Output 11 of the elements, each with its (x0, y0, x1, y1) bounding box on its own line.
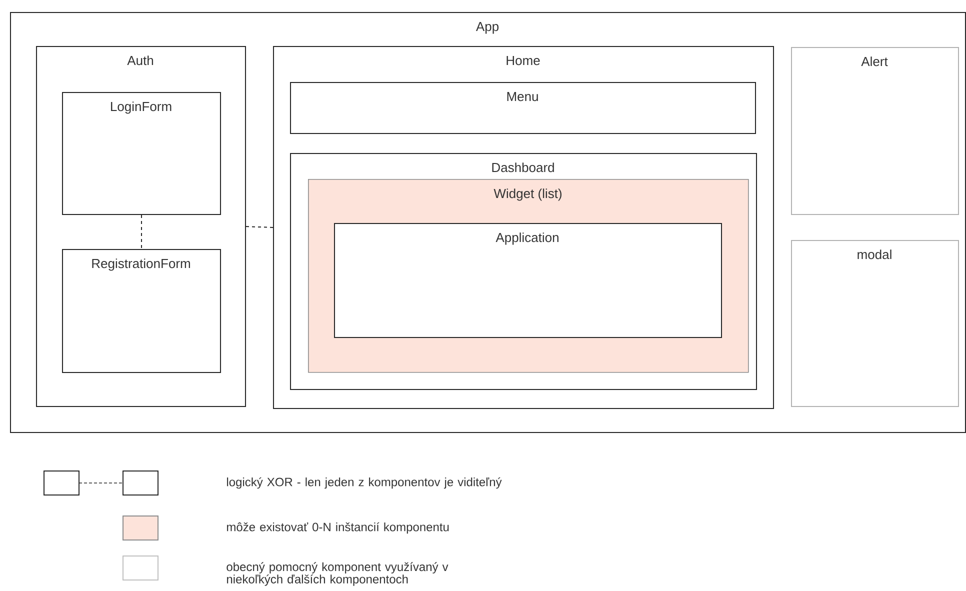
component-box: LoginForm (62, 92, 221, 215)
legend-text: obecný pomocný komponent využívaný v niekoľkých ďalších komponentoch (226, 562, 448, 586)
legend-text: logický XOR - len jeden z komponentov je viditeľný (227, 477, 502, 489)
connector-line (141, 214, 142, 250)
component-box: Application (334, 223, 722, 338)
legend-text: môže existovať 0-N inštancií komponentu (227, 522, 449, 534)
component-box: RegistrationForm (62, 249, 221, 373)
component-box: modal (791, 240, 959, 407)
component-box: Alert (791, 47, 959, 215)
connector-line (246, 226, 274, 228)
component-box: Menu (290, 82, 756, 134)
